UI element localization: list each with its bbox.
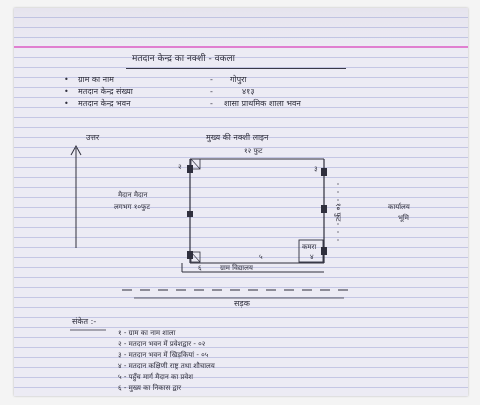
info-label: मतदान केन्द्र भवन — [78, 99, 131, 108]
info-sep: - — [210, 87, 213, 96]
window-mark — [187, 165, 193, 173]
legend-item: ३ - मतदान भवन में खिड़कियां - ०५ — [118, 351, 209, 359]
map-drawing — [70, 144, 354, 331]
window-mark — [321, 247, 327, 255]
window-mark — [321, 205, 327, 213]
left-label-1: मैदान मैदान — [118, 191, 148, 199]
info-sep: - — [210, 99, 213, 108]
window-mark — [187, 251, 193, 259]
corner-label-6: ६ — [198, 264, 202, 272]
info-value: शासा प्राथमिक शाला भवन — [224, 99, 301, 108]
corner-label-4: ४ — [310, 253, 314, 261]
info-label: मतदान केन्द्र संख्या — [78, 87, 133, 96]
notebook-page: मतदान केन्द्र का नक्शी - वकला • ग्राम का… — [14, 8, 468, 396]
info-label: ग्राम का नाम — [78, 75, 114, 84]
building-outline — [181, 158, 325, 273]
corner-label-2: २ — [178, 163, 182, 171]
legend-item: १ - ग्राम का नाम शाला — [118, 329, 176, 337]
left-label-2: लगभग १०फुट — [114, 203, 150, 211]
legend-item: २ - मतदान भवन में प्रवेशद्वार - ०२ — [118, 340, 206, 348]
info-value: गोपुरा — [230, 75, 247, 84]
legend-heading: संकेत :- — [72, 317, 97, 326]
corner-label-3: ३ — [314, 165, 318, 173]
title-underline — [126, 68, 346, 69]
top-measure: १२ फुट — [244, 147, 263, 155]
bottom-label: ग्राम विद्यालय — [220, 264, 253, 272]
right-measure: १० फुट — [334, 203, 342, 222]
window-mark — [187, 211, 193, 217]
window-mark — [321, 168, 327, 176]
page-title: मतदान केन्द्र का नक्शी - वकला — [132, 54, 235, 64]
ruled-lines — [14, 8, 468, 396]
margin-line — [14, 46, 468, 48]
legend-item: ६ - मुख्य का निकास द्वार — [118, 384, 182, 392]
room-label: कमरा — [302, 243, 317, 251]
info-sep: - — [210, 75, 213, 84]
right-label-2: भूमि — [398, 214, 409, 222]
page-header-band — [14, 8, 468, 48]
legend-item: ४ - मतदान कक्षिणी राष्ट्र तथा शौचालय — [118, 362, 215, 370]
road-label: सड़क — [234, 299, 250, 308]
legend-item: ५ - पहुँच मार्ग मैदान का प्रवेश — [118, 373, 194, 381]
info-bullet: • — [64, 99, 69, 108]
door-box-top-left — [190, 158, 201, 170]
right-label-1: कार्यालय — [388, 203, 410, 211]
diagram-heading: मुख्य की नक्शी लाइन — [206, 133, 269, 142]
info-value: ४१३ — [242, 87, 255, 96]
north-label: उत्तर — [86, 133, 100, 142]
info-bullet: • — [64, 87, 69, 96]
info-bullet: • — [64, 75, 69, 84]
corner-label-5: ५ — [259, 253, 263, 261]
